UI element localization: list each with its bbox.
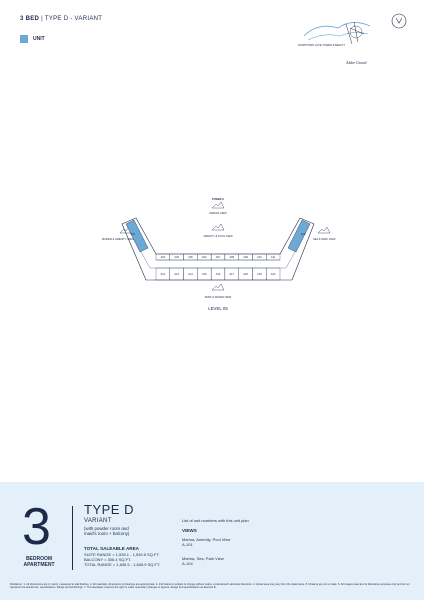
- variant-label: VARIANT: [84, 518, 112, 524]
- unit-number: A03: [174, 255, 179, 259]
- bedroom-label: BEDROOM: [25, 556, 53, 562]
- unit-type-label: TYPE D - VARIANT: [44, 16, 103, 22]
- logo-graphic: DOWNTOWN LUXE TOWER & BEAUTY Aldar Grand: [298, 21, 371, 65]
- total-range: TOTAL RANGE = 1,845.5 - 1,845.9 SQ.FT.: [84, 562, 161, 568]
- tower-view-label: MARINA VIEW: [209, 211, 227, 215]
- page-header: 3 BED | TYPE D - VARIANT: [20, 16, 102, 22]
- left-view-icon: [119, 226, 133, 234]
- unit-number: A16: [216, 272, 221, 276]
- unit-cell: [266, 253, 281, 261]
- view-name: Marina, Amenity, Pool View: [182, 537, 231, 542]
- footer-divider: [72, 506, 73, 570]
- area-title: TOTAL SALEABLE AREA: [84, 546, 139, 551]
- bedroom-apartment-label: BEDROOM APARTMENT: [18, 556, 60, 568]
- unit-number: A09: [243, 255, 248, 259]
- view-unit: A-104: [182, 561, 193, 566]
- variant-desc-line1: (with powder room and: [84, 526, 129, 531]
- views-title: VIEWS: [182, 528, 197, 533]
- right-view-icon: [317, 226, 331, 234]
- unit-label-left: A01: [131, 232, 136, 236]
- highlight-unit-left: [125, 219, 149, 253]
- tower-label: TOWER A: [212, 197, 224, 201]
- suite-range: SUITE RANGE = 1,539.1 - 1,539.5 SQ.FT.: [84, 552, 160, 557]
- view-name: Marina, Sea, Park View: [182, 556, 224, 561]
- variant-description: (with powder room and maid's room + balc…: [84, 526, 129, 537]
- area-details: SUITE RANGE = 1,539.1 - 1,539.5 SQ.FT. B…: [84, 552, 160, 568]
- level-label: LEVEL 05: [208, 306, 228, 311]
- north-compass-icon: [390, 12, 408, 30]
- unit-number: A19: [257, 272, 262, 276]
- logo-signature: Aldar Grand: [345, 60, 368, 65]
- unit-number: A14: [188, 272, 193, 276]
- unit-number: A13: [174, 272, 179, 276]
- unit-number: A20: [271, 272, 276, 276]
- unit-number: A10: [257, 255, 262, 259]
- bottom-view-label: PARK & WATER VIEW: [205, 295, 232, 299]
- unit-number: A08: [229, 255, 234, 259]
- view-group-2: Marina, Sea, Park View A-104: [182, 556, 224, 566]
- right-view-label: SEA & PARK VIEW: [313, 237, 336, 241]
- variant-desc-line2: maid's room + balcony): [84, 531, 130, 537]
- logo-text: DOWNTOWN LUXE TOWER & BEAUTY: [298, 43, 346, 47]
- type-title: TYPE D: [84, 502, 134, 517]
- tower-view-icon: [211, 201, 225, 209]
- unit-info-panel: [0, 482, 424, 600]
- unit-cell: [266, 267, 281, 281]
- unit-number: A02: [161, 255, 166, 259]
- building-outline: [121, 217, 315, 281]
- amenity-view-icon: [211, 223, 225, 231]
- unit-number: A06: [202, 255, 207, 259]
- apartment-label: APARTMENT: [23, 562, 55, 568]
- unit-label-right: A04: [301, 232, 306, 236]
- unit-number: A18: [243, 272, 248, 276]
- center-view-label: AMENITY & POOL VIEW: [203, 234, 233, 238]
- bed-count: 3 BED: [20, 16, 40, 22]
- bedroom-count: 3: [22, 498, 51, 556]
- left-view-label: MARINA & AMENITY VIEW: [102, 237, 134, 241]
- unit-number: A17: [229, 272, 234, 276]
- unit-list-title: List of unit numbers with this unit plan: [182, 518, 249, 523]
- unit-number: A15: [202, 272, 207, 276]
- view-unit: A-101: [182, 542, 193, 547]
- disclaimer-text: Disclaimer: 1. All dimensions are in met…: [10, 583, 410, 590]
- unit-number: A05: [188, 255, 193, 259]
- unit-number: A07: [216, 255, 221, 259]
- unit-number: A12: [161, 272, 166, 276]
- legend-label: UNIT: [33, 36, 45, 42]
- highlight-unit-right: [287, 219, 311, 253]
- bottom-view-icon: [211, 283, 225, 291]
- development-logo: DOWNTOWN LUXE TOWER & BEAUTY Aldar Grand: [294, 14, 378, 68]
- balcony-area: BALCONY = 306.4 SQ.FT.: [84, 557, 132, 563]
- floor-plan: TOWER A MARINA VIEW AMENITY & POOL VIEW …: [100, 188, 336, 328]
- view-group-1: Marina, Amenity, Pool View A-101: [182, 537, 230, 547]
- legend-swatch: [20, 35, 28, 43]
- header-separator: |: [39, 16, 45, 22]
- unit-number: A11: [271, 255, 276, 259]
